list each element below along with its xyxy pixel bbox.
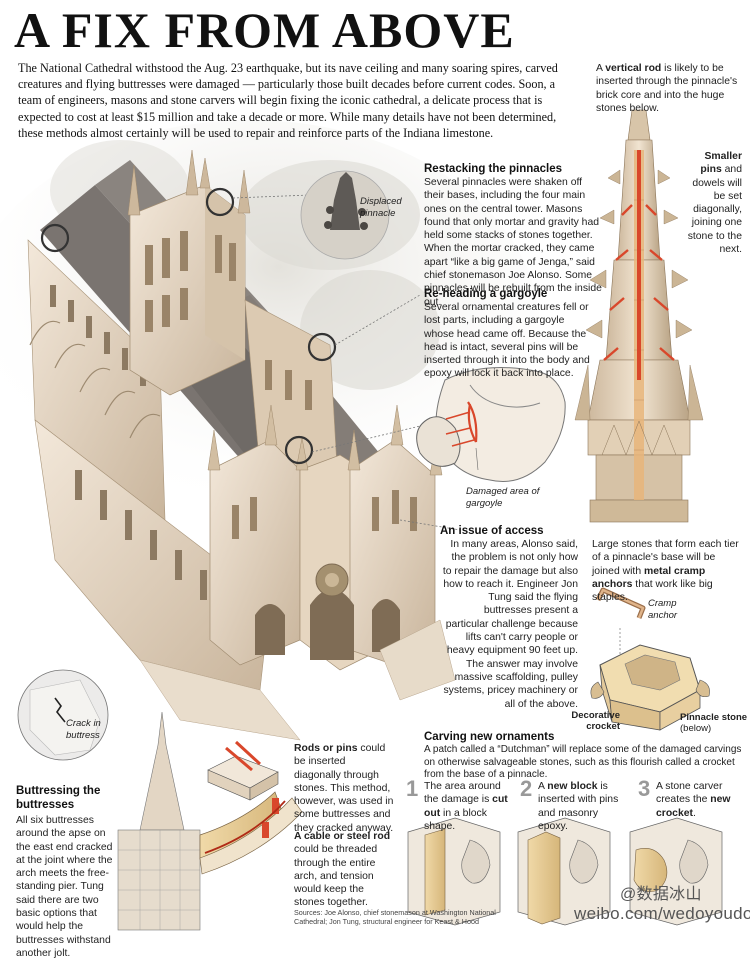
step-2-number: 2 xyxy=(520,776,533,801)
carving-step-1-image xyxy=(407,817,501,926)
watermark-cn: @数据冰山 xyxy=(620,886,702,903)
focus-circles xyxy=(40,187,337,465)
damaged-gargoyle-label: Damaged area of gargoyle xyxy=(466,486,540,509)
buttress-body: All six buttresses around the apse on th… xyxy=(16,815,113,959)
sources-note: Sources: Joe Alonso, chief stonemason at… xyxy=(294,908,496,926)
intro-paragraph: The National Cathedral withstood the Aug… xyxy=(18,61,558,140)
step-1-number: 1 xyxy=(406,776,419,801)
access-heading: An issue of access xyxy=(440,525,544,537)
vertical-rod-note: A vertical rod is likely to be inserted … xyxy=(596,63,738,114)
access-section: An issue of access In many areas, Alonso… xyxy=(440,524,578,711)
gargoyle-section: Re-heading a gargoyle Several ornamental… xyxy=(424,287,590,381)
carving-section: Carving new ornaments A patch called a “… xyxy=(424,730,744,782)
restacking-section: Restacking the pinnacles Several pinnacl… xyxy=(424,162,602,309)
pinnacle-stone-label: Pinnacle stone (below) xyxy=(680,712,748,734)
step-3-number: 3 xyxy=(638,776,651,801)
step-1-text: The area around the damage is cut out in… xyxy=(424,781,508,832)
carving-intro: A patch called a “Dutchman” will replace… xyxy=(424,744,742,780)
access-body: In many areas, Alonso said, the problem … xyxy=(442,539,578,710)
cramp-anchor-illustration xyxy=(590,587,710,731)
decorative-crocket-label: Decorative crocket xyxy=(571,710,620,732)
step-3-text: A stone carver creates the new crocket. xyxy=(656,781,731,819)
step-2-text: A new block is inserted with pins and ma… xyxy=(538,781,619,832)
restacking-body: Several pinnacles were shaken off their … xyxy=(424,177,602,308)
crack-label: Crack in buttress xyxy=(66,718,101,741)
carving-heading: Carving new ornaments xyxy=(424,731,555,743)
page-title: A FIX FROM ABOVE xyxy=(14,2,515,58)
rods-note: Rods or pins could be inserted diagonall… xyxy=(294,743,394,834)
cramp-anchor-note: Large stones that form each tier of a pi… xyxy=(592,539,739,604)
cramp-anchor-label: Cramp anchor xyxy=(648,598,678,621)
crack-inset xyxy=(17,669,109,761)
flying-buttress-illustration xyxy=(117,711,303,931)
illustration-layer xyxy=(0,109,723,931)
gargoyle-heading: Re-heading a gargoyle xyxy=(424,288,548,300)
watermark-url: weibo.com/wedoyoudo xyxy=(574,904,750,923)
carving-step-2-image xyxy=(517,817,611,926)
gargoyle-body: Several ornamental creatures fell or los… xyxy=(424,302,590,380)
cathedral-illustration xyxy=(27,149,456,741)
smaller-pins-note: Smaller pins and dowels will be set diag… xyxy=(687,151,742,256)
cable-note: A cable or steel rod could be threaded t… xyxy=(294,831,391,909)
carving-step-3-image xyxy=(629,817,723,926)
displaced-pinnacle-inset xyxy=(300,170,390,260)
displaced-pinnacle-label: Displaced pinnacle xyxy=(360,196,402,219)
carving-step-illustrations xyxy=(407,817,723,926)
pinnacle-cutaway xyxy=(574,109,704,523)
buttress-heading: Buttressing the buttresses xyxy=(16,785,101,811)
restacking-heading: Restacking the pinnacles xyxy=(424,163,563,175)
gargoyle-illustration xyxy=(416,367,566,482)
